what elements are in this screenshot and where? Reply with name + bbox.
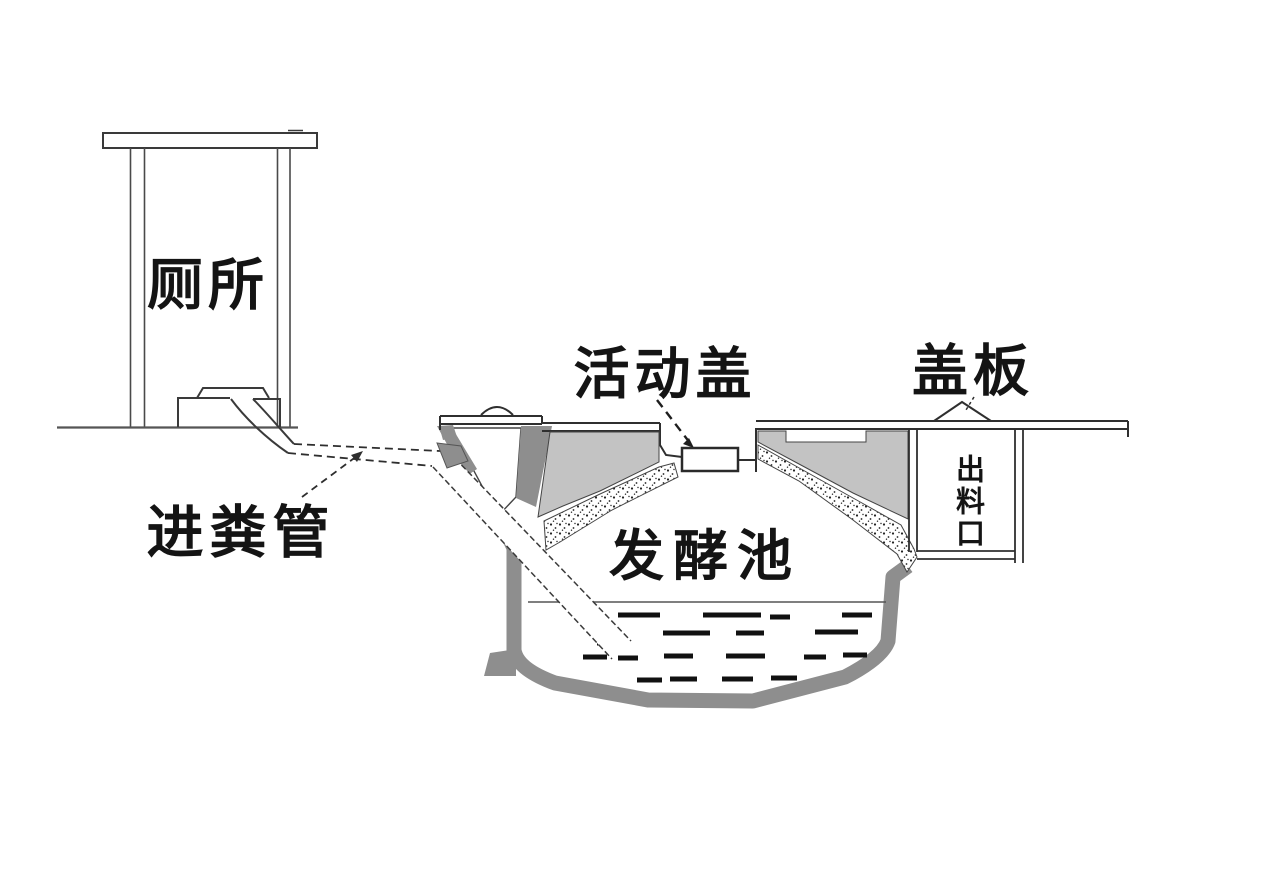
inlet-pipe-dashed xyxy=(230,398,441,467)
hopper-arc-cap xyxy=(480,406,514,416)
squat-pan-platform xyxy=(196,387,270,399)
toilet-roof xyxy=(102,132,318,149)
label-leader-movable-cover xyxy=(656,399,694,448)
pipe-channel-edge xyxy=(432,466,613,660)
movable-cover-label: 活动盖 xyxy=(573,344,757,407)
outlet-port-label: 出料口 xyxy=(951,454,984,550)
inlet-pipe-dashed-upper xyxy=(293,443,441,452)
inlet-pipe-channel xyxy=(432,425,632,660)
inlet-pipe-label: 进粪管 xyxy=(146,502,336,565)
tank-wall-foot xyxy=(484,649,516,676)
movable-cover-rect xyxy=(680,446,740,473)
cover-seat-left xyxy=(659,423,683,458)
dome-mortar-right xyxy=(757,444,918,573)
pipe-channel-edge xyxy=(448,451,632,642)
toilet-label: 厕所 xyxy=(147,255,269,318)
fermentation-tank-label: 发酵池 xyxy=(608,526,802,587)
cover-plate-label: 盖板 xyxy=(912,341,1034,404)
toilet-structure xyxy=(57,129,318,429)
dome-concrete-left xyxy=(537,431,660,518)
dome-mortar-left xyxy=(543,462,679,551)
cover-plate-peak xyxy=(933,400,992,422)
squat-pan xyxy=(177,397,281,427)
outlet-shaft xyxy=(908,429,1024,563)
liquid-dashes xyxy=(583,612,872,683)
cover-plate-mark xyxy=(965,396,975,411)
pipe-entry-fragment xyxy=(439,425,457,440)
inlet-pipe-bend-inner xyxy=(230,398,289,454)
pipe-channel-body xyxy=(433,452,631,659)
label-leader-inlet-pipe xyxy=(301,451,363,498)
pipe-entry-block xyxy=(436,442,469,469)
tank-wall xyxy=(449,471,913,709)
leader-arrowhead xyxy=(351,451,363,462)
leader-arrowhead xyxy=(683,438,694,448)
hopper-wall-right xyxy=(516,426,552,507)
top-slab xyxy=(439,396,1129,472)
inlet-pipe-bend-outer xyxy=(252,398,295,445)
inlet-pipe-dashed-lower xyxy=(287,452,433,467)
dome-concrete-right xyxy=(757,430,909,520)
